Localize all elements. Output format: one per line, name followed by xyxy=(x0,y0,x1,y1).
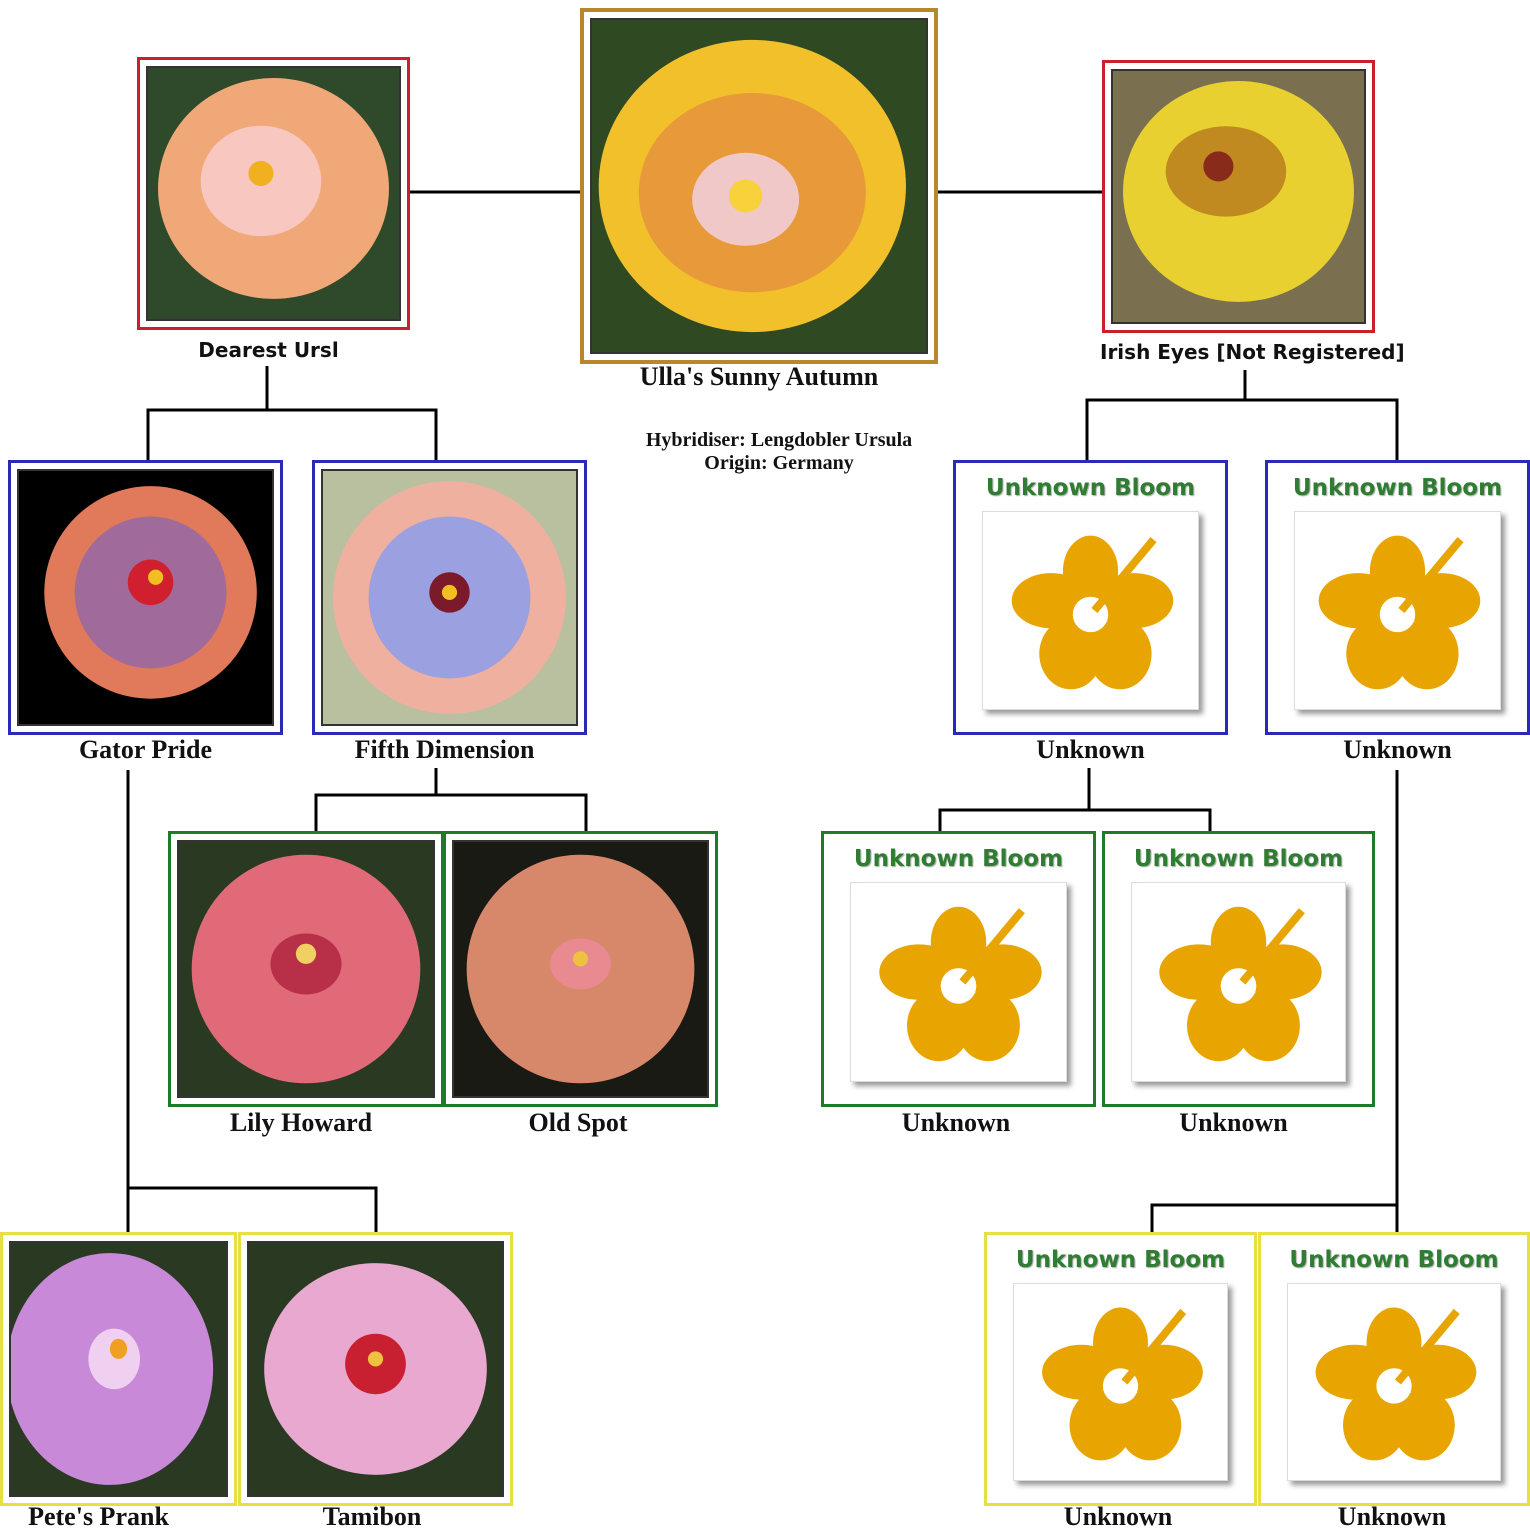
grandparent-3-name: Unknown xyxy=(953,735,1228,765)
origin-text: Origin: Germany xyxy=(600,452,958,475)
hybridiser-text: Hybridiser: Lengdobler Ursula xyxy=(600,429,958,452)
great-grandparent-4-frame[interactable]: Unknown Bloom xyxy=(1102,831,1375,1107)
grandparent-2-frame[interactable] xyxy=(312,460,587,735)
unknown-bloom-title: Unknown Bloom xyxy=(1111,846,1366,872)
hibiscus-icon xyxy=(454,842,707,1096)
great-grandparent-1-photo xyxy=(177,840,435,1098)
great-grandparent-2-frame[interactable] xyxy=(443,831,718,1107)
hibiscus-icon xyxy=(249,1243,502,1495)
unknown-bloom-title: Unknown Bloom xyxy=(962,475,1219,501)
unknown-bloom-card xyxy=(1013,1283,1228,1481)
unknown-bloom-card xyxy=(1287,1283,1501,1481)
hibiscus-icon xyxy=(1113,71,1364,322)
great-grandparent-6-frame[interactable] xyxy=(238,1232,513,1506)
great-grandparent-1-frame[interactable] xyxy=(168,831,444,1107)
seed-parent-frame[interactable] xyxy=(137,57,410,330)
hibiscus-icon xyxy=(11,1243,226,1495)
main-bloom-name: Ulla's Sunny Autumn xyxy=(580,362,938,392)
unknown-bloom-placeholder: Unknown Bloom xyxy=(830,840,1087,1098)
hibiscus-icon xyxy=(1288,1284,1500,1480)
main-bloom-frame[interactable] xyxy=(580,8,938,364)
great-grandparent-8-name: Unknown xyxy=(1258,1502,1526,1532)
main-bloom-photo xyxy=(590,18,928,354)
unknown-bloom-placeholder: Unknown Bloom xyxy=(1111,840,1366,1098)
unknown-bloom-title: Unknown Bloom xyxy=(830,846,1087,872)
hibiscus-icon xyxy=(179,842,433,1096)
grandparent-2-name: Fifth Dimension xyxy=(312,735,577,765)
great-grandparent-4-name: Unknown xyxy=(1102,1108,1365,1138)
hibiscus-icon xyxy=(1014,1284,1227,1480)
hibiscus-icon xyxy=(19,471,272,724)
hibiscus-icon xyxy=(148,68,399,319)
unknown-bloom-card xyxy=(1294,511,1501,710)
unknown-bloom-placeholder: Unknown Bloom xyxy=(1274,469,1521,726)
grandparent-4-frame[interactable]: Unknown Bloom xyxy=(1265,460,1530,735)
unknown-bloom-card xyxy=(1131,882,1346,1082)
great-grandparent-2-name: Old Spot xyxy=(443,1108,713,1138)
pollen-parent-name: Irish Eyes [Not Registered] xyxy=(1100,340,1370,364)
hibiscus-icon xyxy=(851,883,1066,1081)
hibiscus-icon xyxy=(323,471,576,724)
great-grandparent-5-name: Pete's Prank xyxy=(0,1502,197,1532)
grandparent-1-frame[interactable] xyxy=(8,460,283,735)
grandparent-4-name: Unknown xyxy=(1265,735,1530,765)
grandparent-2-photo xyxy=(321,469,578,726)
great-grandparent-6-photo xyxy=(247,1241,504,1497)
great-grandparent-6-name: Tamibon xyxy=(238,1502,506,1532)
unknown-bloom-title: Unknown Bloom xyxy=(993,1247,1248,1273)
unknown-bloom-title: Unknown Bloom xyxy=(1274,475,1521,501)
hibiscus-icon xyxy=(1295,512,1500,709)
great-grandparent-8-frame[interactable]: Unknown Bloom xyxy=(1258,1232,1530,1506)
great-grandparent-2-photo xyxy=(452,840,709,1098)
great-grandparent-1-name: Lily Howard xyxy=(168,1108,434,1138)
great-grandparent-3-frame[interactable]: Unknown Bloom xyxy=(821,831,1096,1107)
pollen-parent-photo xyxy=(1111,69,1366,324)
great-grandparent-7-frame[interactable]: Unknown Bloom xyxy=(984,1232,1257,1506)
unknown-bloom-card xyxy=(850,882,1067,1082)
unknown-bloom-card xyxy=(982,511,1199,710)
grandparent-3-frame[interactable]: Unknown Bloom xyxy=(953,460,1228,735)
hibiscus-icon xyxy=(983,512,1198,709)
great-grandparent-5-frame[interactable] xyxy=(0,1232,237,1506)
grandparent-1-photo xyxy=(17,469,274,726)
great-grandparent-3-name: Unknown xyxy=(821,1108,1091,1138)
unknown-bloom-placeholder: Unknown Bloom xyxy=(962,469,1219,726)
seed-parent-photo xyxy=(146,66,401,321)
hibiscus-icon xyxy=(1132,883,1345,1081)
seed-parent-name: Dearest Ursl xyxy=(137,338,400,362)
unknown-bloom-title: Unknown Bloom xyxy=(1267,1247,1521,1273)
unknown-bloom-placeholder: Unknown Bloom xyxy=(1267,1241,1521,1497)
hibiscus-icon xyxy=(592,20,926,352)
great-grandparent-5-photo xyxy=(9,1241,228,1497)
great-grandparent-7-name: Unknown xyxy=(984,1502,1252,1532)
grandparent-1-name: Gator Pride xyxy=(8,735,283,765)
unknown-bloom-placeholder: Unknown Bloom xyxy=(993,1241,1248,1497)
pollen-parent-frame[interactable] xyxy=(1102,60,1375,333)
